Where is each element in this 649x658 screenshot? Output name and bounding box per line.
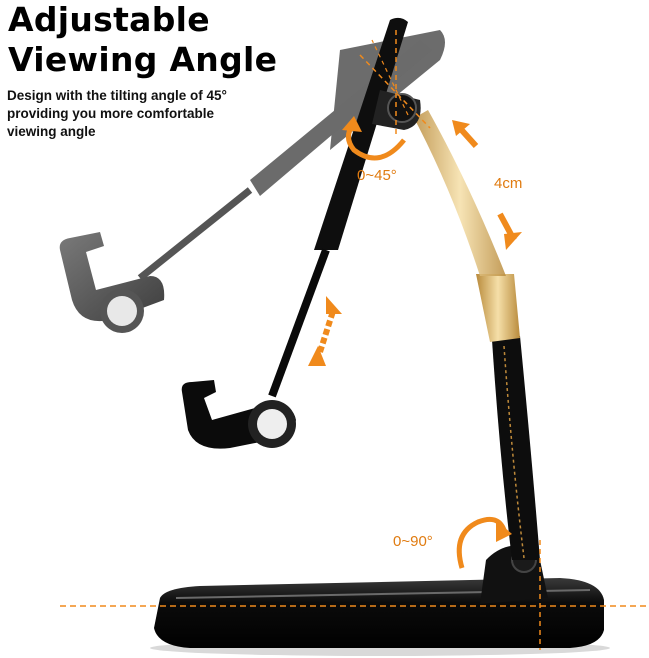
main-pivot-pin (387, 93, 417, 123)
extend-arrow-down-head (504, 232, 522, 250)
height-arrow-top-head (326, 296, 342, 314)
description-line-2: providing you more comfortable (7, 106, 215, 121)
extend-arrow-up-head (452, 120, 470, 136)
lower-arm-stitch (503, 345, 525, 559)
tilt-rotate-arrow-head (342, 116, 362, 132)
tilt-reference-line-c (371, 39, 409, 116)
lower-arm (492, 336, 540, 560)
main-support-rod (268, 248, 330, 398)
extension-label: 4cm (494, 175, 523, 192)
tilt-reference-line-a (359, 54, 431, 129)
height-arrow-shaft (317, 307, 337, 353)
ghost-support-rod (137, 187, 253, 281)
page-heading: Adjustable Viewing Angle (8, 0, 277, 80)
telescopic-sleeve (476, 274, 520, 342)
tilt-angle-label: 0~45° (357, 167, 397, 184)
main-knob (257, 409, 287, 439)
description-line-3: viewing angle (7, 124, 96, 139)
base-angle-label: 0~90° (393, 533, 433, 550)
ghost-knob (107, 296, 137, 326)
base-rotate-arrow (456, 516, 507, 569)
description-line-1: Design with the tilting angle of 45° (7, 88, 227, 103)
heading-line-1: Adjustable (8, 0, 210, 39)
tilt-rotate-arrow (346, 124, 406, 161)
heading-line-2: Viewing Angle (8, 40, 278, 79)
height-arrow-bottom-head (308, 346, 326, 366)
description: Design with the tilting angle of 45° pro… (7, 87, 227, 141)
base-rotate-arrow-head (496, 520, 512, 542)
main-holder-panel (314, 17, 408, 250)
telescopic-rod (414, 110, 506, 276)
